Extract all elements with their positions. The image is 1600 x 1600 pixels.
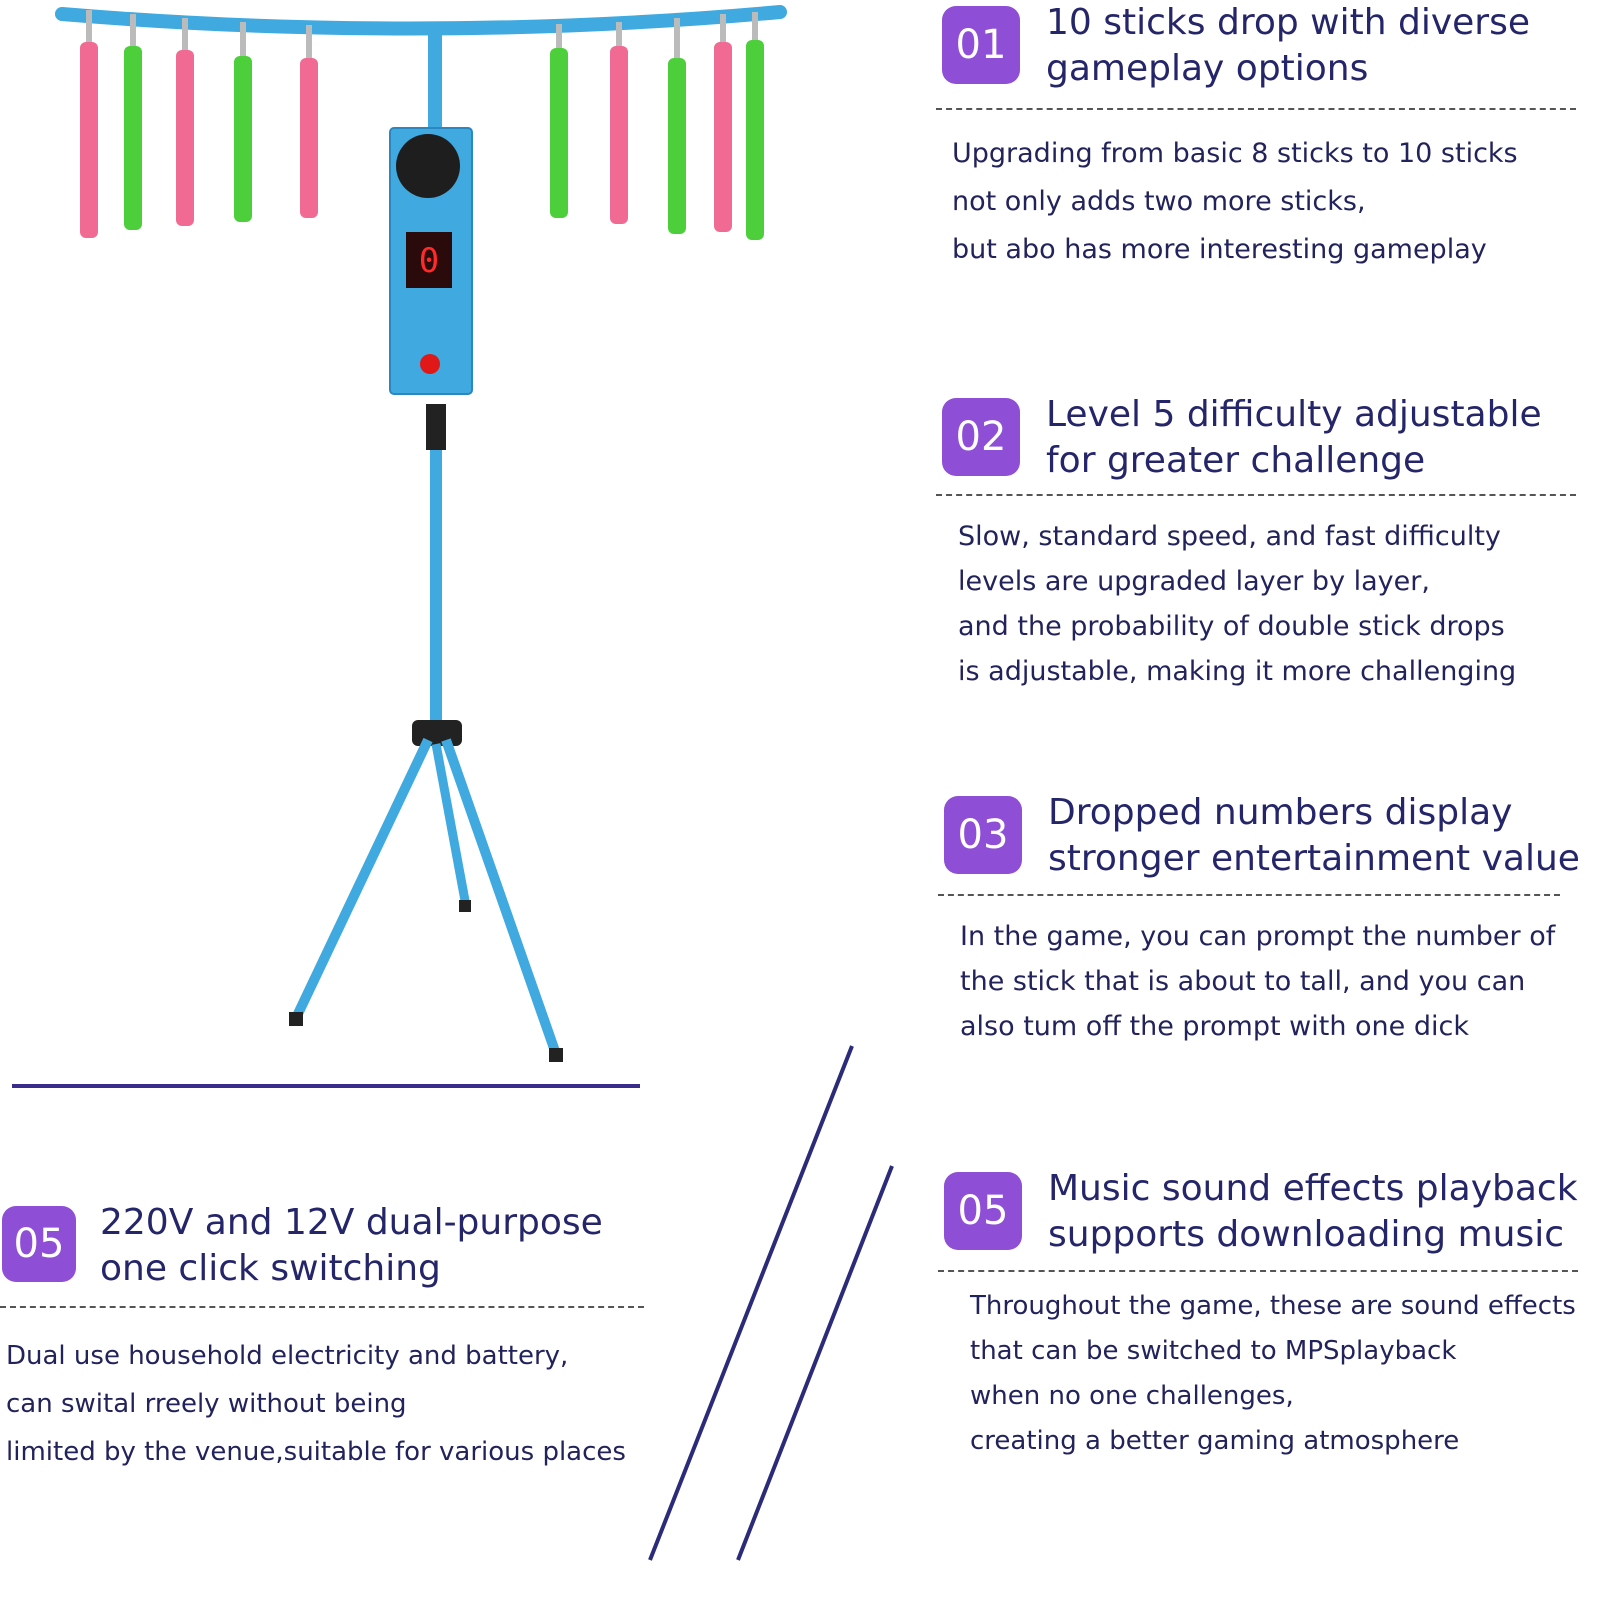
feature-description-line: but abo has more interesting gameplay <box>952 234 1487 265</box>
feature-title: Music sound effects playback supports do… <box>1048 1166 1578 1258</box>
feature-description-line: when no one challenges, <box>970 1381 1294 1411</box>
feature-description-line: that can be switched to MPSplayback <box>970 1336 1457 1366</box>
tripod-foot <box>549 1048 563 1062</box>
tripod-leg <box>291 737 433 1021</box>
tripod-hub <box>412 720 462 746</box>
feature-title-line: supports downloading music <box>1048 1214 1565 1255</box>
stick <box>610 22 628 224</box>
tripod-foot <box>459 900 471 912</box>
feature-divider <box>938 1270 1578 1272</box>
feature-title-line: stronger entertainment value <box>1048 838 1580 879</box>
feature-title-line: Level 5 difficulty adjustable <box>1046 394 1542 435</box>
feature-title-line: for greater challenge <box>1046 440 1426 481</box>
feature-description-line: limited by the venue,suitable for variou… <box>6 1437 626 1467</box>
feature-title: Level 5 difficulty adjustable for greate… <box>1046 392 1542 484</box>
sticks <box>80 10 764 240</box>
feature-title: Dropped numbers display stronger enterta… <box>1048 790 1580 882</box>
feature-divider <box>938 894 1560 896</box>
feature-description-line: can swital rreely without being <box>6 1389 407 1419</box>
stick <box>668 18 686 234</box>
feature-description-line: creating a better gaming atmosphere <box>970 1426 1460 1456</box>
feature-description-line: Upgrading from basic 8 sticks to 10 stic… <box>952 138 1518 169</box>
tripod-leg <box>431 743 471 907</box>
feature-description-line: also tum off the prompt with one dick <box>960 1011 1469 1042</box>
stick <box>234 22 252 222</box>
feature-divider <box>936 108 1576 110</box>
slash-line <box>736 1165 894 1561</box>
speaker <box>396 134 460 198</box>
feature-description-line: Slow, standard speed, and fast difficult… <box>958 521 1501 552</box>
feature-title: 220V and 12V dual-purpose one click swit… <box>100 1200 603 1292</box>
feature-title-line: 10 sticks drop with diverse <box>1046 2 1530 43</box>
tripod-foot <box>289 1012 303 1026</box>
feature-title-line: Music sound effects playback <box>1048 1168 1578 1209</box>
feature-description: Throughout the game, these are sound eff… <box>970 1284 1576 1464</box>
stick <box>124 14 142 230</box>
feature-description-line: In the game, you can prompt the number o… <box>960 921 1556 952</box>
stick <box>300 25 318 218</box>
feature-title-line: Dropped numbers display <box>1048 792 1513 833</box>
display-digit: 0 <box>419 241 439 281</box>
feature-description: Dual use household electricity and batte… <box>6 1332 626 1476</box>
pole <box>430 450 442 732</box>
stick <box>176 18 194 226</box>
feature-title: 10 sticks drop with diverse gameplay opt… <box>1046 0 1530 92</box>
stick <box>746 12 764 240</box>
digit-display <box>406 232 452 288</box>
feature-divider <box>0 1306 644 1308</box>
feature-badge: 03 <box>944 796 1022 874</box>
feature-title-line: 220V and 12V dual-purpose <box>100 1202 603 1243</box>
top-arc-bar <box>55 5 787 36</box>
red-button <box>420 354 440 374</box>
feature-description-line: and the probability of double stick drop… <box>958 611 1505 642</box>
feature-description: Upgrading from basic 8 sticks to 10 stic… <box>952 130 1518 274</box>
feature-description: Slow, standard speed, and fast difficult… <box>958 514 1516 694</box>
feature-divider <box>936 494 1576 496</box>
feature-description-line: Throughout the game, these are sound eff… <box>970 1291 1576 1321</box>
product-illustration: 0 <box>12 5 787 1088</box>
stick <box>80 10 98 238</box>
feature-description-line: is adjustable, making it more challengin… <box>958 656 1517 687</box>
slash-line <box>648 1045 854 1561</box>
feature-description-line: the stick that is about to tall, and you… <box>960 966 1526 997</box>
feature-description: In the game, you can prompt the number o… <box>960 914 1555 1049</box>
stick <box>550 24 568 218</box>
central-mast <box>428 30 442 130</box>
feature-title-line: one click switching <box>100 1248 441 1289</box>
tripod-leg <box>441 738 561 1056</box>
feature-title-line: gameplay options <box>1046 48 1369 89</box>
feature-badge: 05 <box>2 1206 76 1282</box>
stick <box>714 14 732 232</box>
feature-badge: 02 <box>942 398 1020 476</box>
feature-badge: 05 <box>944 1172 1022 1250</box>
feature-description-line: not only adds two more sticks, <box>952 186 1366 217</box>
feature-description-line: levels are upgraded layer by layer, <box>958 566 1430 597</box>
pole-clamp <box>426 404 446 450</box>
feature-description-line: Dual use household electricity and batte… <box>6 1341 569 1371</box>
feature-badge: 01 <box>942 6 1020 84</box>
